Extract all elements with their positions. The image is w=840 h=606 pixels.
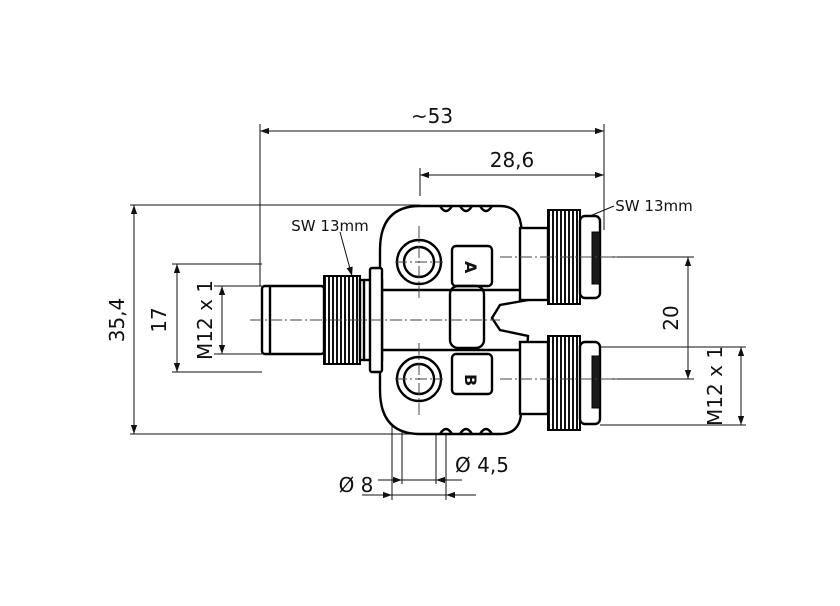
center-lines (250, 226, 620, 415)
dimension-texts: ~53 28,6 35,4 17 M12 x 1 20 M12 x 1 Ø 8 … (105, 104, 727, 497)
right-offset-label: 28,6 (490, 148, 535, 172)
plug-thread-label: M12 x 1 (193, 280, 217, 360)
plug-height-label: 17 (147, 307, 171, 332)
socket-b-neck (518, 340, 550, 416)
socket-b (518, 335, 602, 431)
hole-outer-label: Ø 8 (339, 473, 374, 497)
wrench-right-label: SW 13mm (615, 197, 692, 215)
port-b-label: B (461, 374, 480, 386)
wrench-left-label: SW 13mm (291, 217, 368, 235)
socket-b-knurl (547, 335, 581, 431)
port-spacing-label: 20 (659, 305, 683, 330)
socket-a-neck (518, 226, 550, 302)
hole-inner-label: Ø 4,5 (455, 453, 509, 477)
overall-length-label: ~53 (411, 104, 453, 128)
port-a-label: A (461, 261, 480, 274)
socket-thread-label: M12 x 1 (703, 346, 727, 426)
height-label: 35,4 (105, 298, 129, 343)
dimension-lines (130, 127, 745, 499)
